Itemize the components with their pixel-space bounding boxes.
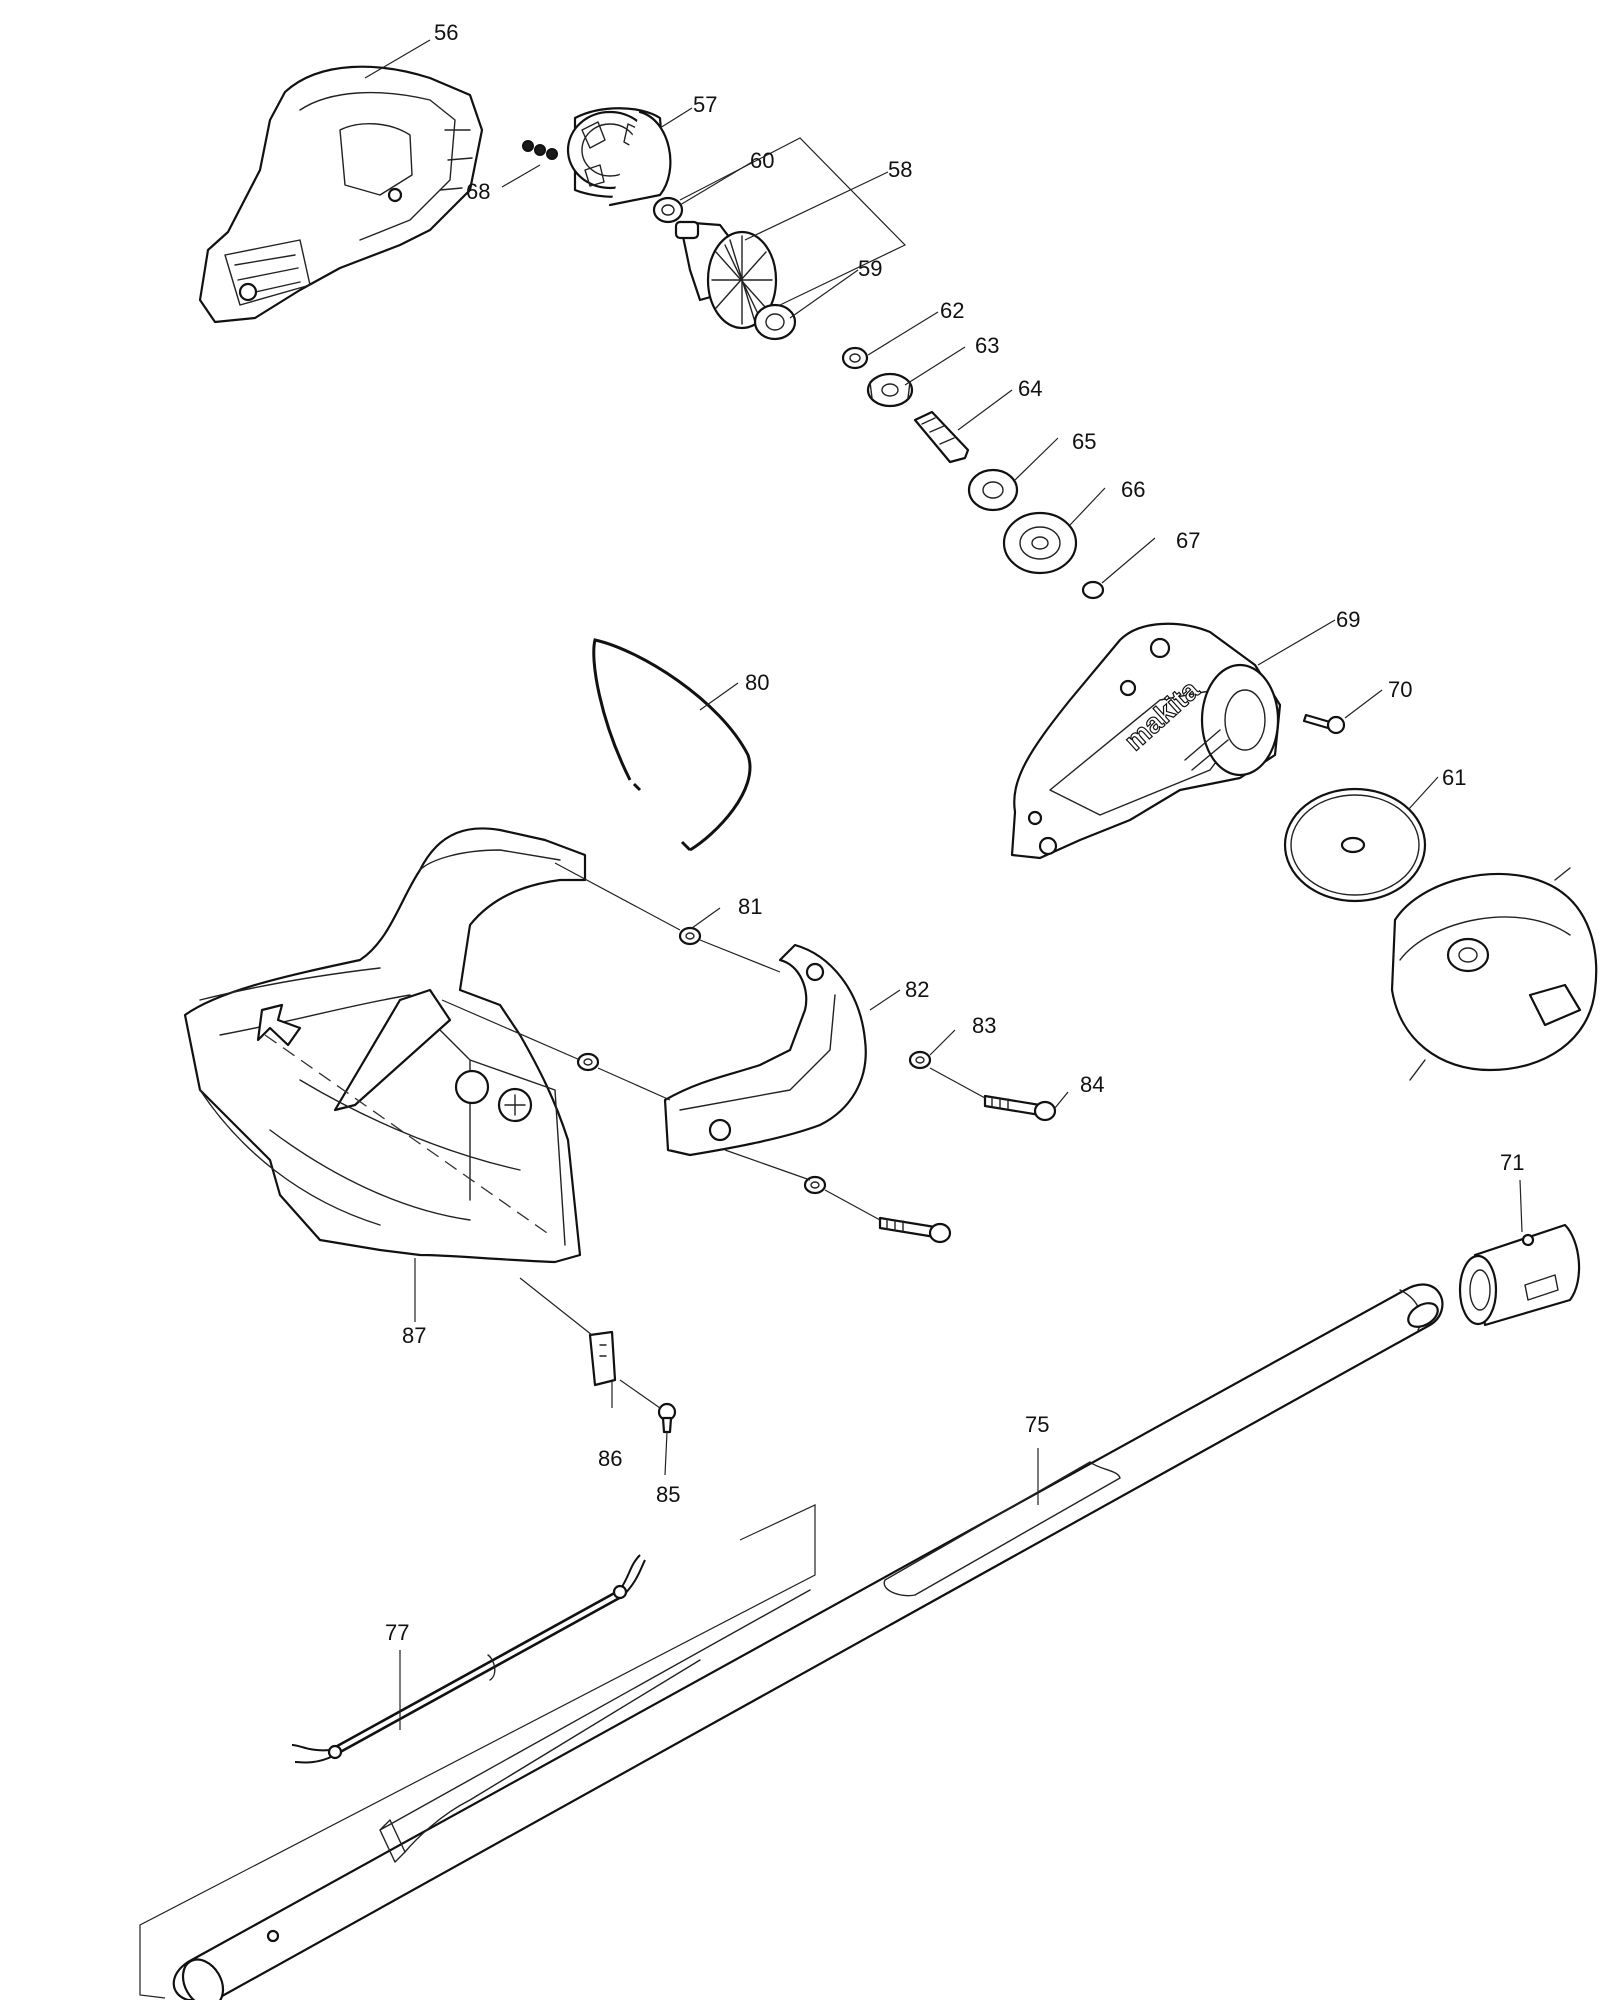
callout-84: 84 [1080,1072,1104,1097]
part-60-bearing [652,196,684,224]
callout-80: 80 [745,670,769,695]
part-56-motor-housing [198,65,484,324]
part-85-screw [657,1402,677,1434]
part-63-gear [866,372,914,408]
callout-labels: 56 57 58 59 60 68 62 63 64 65 66 67 69 7… [385,20,1524,1645]
callout-87: 87 [402,1323,426,1348]
part-spool-head [1390,867,1598,1081]
part-86-line-cutter [588,1330,617,1387]
part-70-screw [1302,713,1346,735]
part-83-washer-lower [803,1175,827,1195]
part-62-bearing [841,346,869,370]
part-69-gear-housing: makita [1010,622,1282,860]
part-57-stator [566,107,672,207]
part-71-clamp [1458,1223,1581,1327]
leader-lines [364,39,1523,1730]
part-64-spindle [913,410,970,464]
callout-81: 81 [738,894,762,919]
part-75-shaft [172,1283,1444,2000]
part-58-rotor [674,220,778,330]
callout-77: 77 [385,1620,409,1645]
part-65-bearing [967,468,1019,512]
callout-64: 64 [1018,376,1042,401]
callout-71: 71 [1500,1150,1524,1175]
part-82-guard-bracket [663,943,867,1157]
part-61-plate [1283,787,1427,903]
part-84-bolt [983,1094,1057,1122]
callout-83: 83 [972,1013,996,1038]
part-80-wire-guard [592,638,752,852]
part-59-bearing [753,303,797,341]
part-84-bolt-lower [878,1216,952,1244]
callout-69: 69 [1336,607,1360,632]
part-81-nut-lower [576,1052,600,1072]
part-81-nut [678,926,702,946]
callout-68: 68 [466,179,490,204]
part-67-o-ring [1081,580,1105,600]
callout-58: 58 [888,157,912,182]
callout-61: 61 [1442,765,1466,790]
part-77-cable [291,1554,646,1764]
callout-70: 70 [1388,677,1412,702]
callout-67: 67 [1176,528,1200,553]
callout-56: 56 [434,20,458,45]
callout-85: 85 [656,1482,680,1507]
callout-82: 82 [905,977,929,1002]
part-66-bearing-retainer [1002,511,1078,575]
callout-63: 63 [975,333,999,358]
callout-60: 60 [750,148,774,173]
callout-65: 65 [1072,429,1096,454]
part-83-washer [908,1050,932,1070]
callout-62: 62 [940,298,964,323]
callout-86: 86 [598,1446,622,1471]
part-68-screws [522,140,558,160]
part-87-main-guard [183,827,587,1264]
callout-59: 59 [858,256,882,281]
callout-57: 57 [693,92,717,117]
callout-66: 66 [1121,477,1145,502]
callout-75: 75 [1025,1412,1049,1437]
bracket-shaft-group [139,1504,816,1999]
